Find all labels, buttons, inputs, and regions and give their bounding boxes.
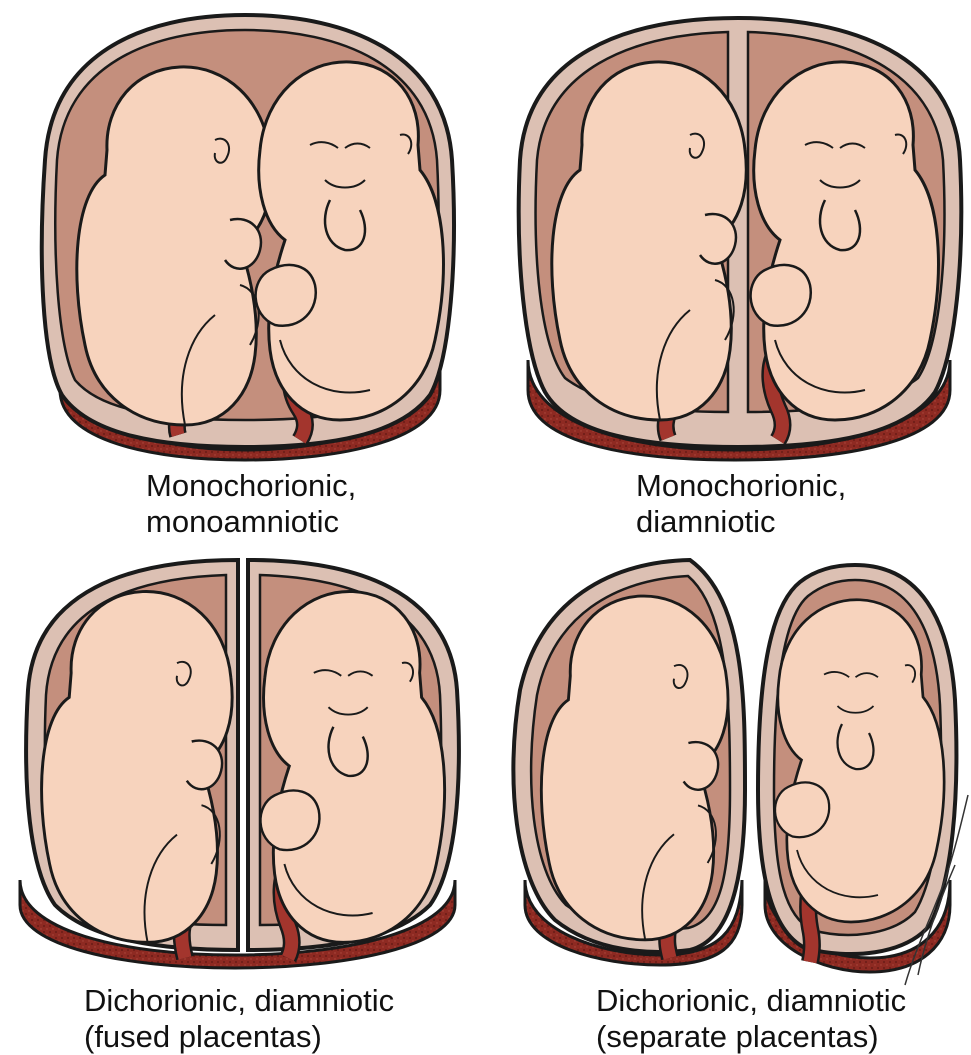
fetus-right: [751, 62, 939, 420]
panel-monochorionic-monoamniotic: [42, 15, 454, 460]
caption-monochorionic-diamniotic: Monochorionic, diamniotic: [636, 468, 846, 540]
caption-line-2: (fused placentas): [84, 1019, 394, 1055]
panel-dichorionic-separate: [513, 560, 968, 985]
caption-dichorionic-separate: Dichorionic, diamniotic (separate placen…: [596, 983, 906, 1055]
fetus-right: [775, 600, 944, 922]
caption-line-1: Dichorionic, diamniotic: [84, 983, 394, 1019]
caption-line-2: (separate placentas): [596, 1019, 906, 1055]
fetus-right: [256, 62, 444, 420]
caption-line-1: Monochorionic,: [636, 468, 846, 504]
caption-line-1: Monochorionic,: [146, 468, 356, 504]
panel-monochorionic-diamniotic: [519, 18, 962, 460]
panel-dichorionic-fused: [20, 560, 459, 968]
gestational-sac-left: [513, 560, 745, 965]
fetus-right: [260, 591, 444, 942]
caption-line-2: diamniotic: [636, 504, 846, 540]
caption-line-1: Dichorionic, diamniotic: [596, 983, 906, 1019]
caption-line-2: monoamniotic: [146, 504, 356, 540]
caption-dichorionic-fused: Dichorionic, diamniotic (fused placentas…: [84, 983, 394, 1055]
caption-monochorionic-monoamniotic: Monochorionic, monoamniotic: [146, 468, 356, 540]
gestational-sac-right: [758, 565, 956, 972]
